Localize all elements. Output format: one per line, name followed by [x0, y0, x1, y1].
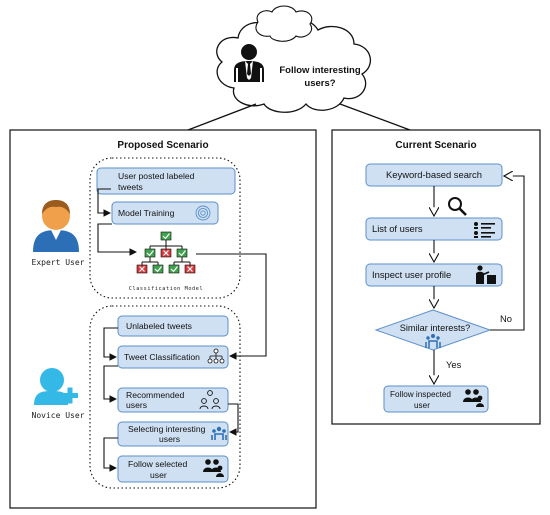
follow-selected-node — [117, 455, 229, 483]
follow-inspected-line1: Follow inspected — [390, 390, 451, 399]
selecting-users-line1: Selecting interesting — [128, 424, 206, 434]
inspect-profile-label: Inspect user profile — [372, 269, 451, 280]
no-label: No — [500, 313, 512, 324]
unlabeled-tweets-node — [117, 315, 229, 337]
classification-model-label: Classification Model — [129, 286, 203, 292]
users-selection-icon — [211, 426, 227, 440]
recommended-users-line1: Recommended — [126, 390, 184, 400]
expert-user-icon — [33, 200, 79, 252]
list-users-label: List of users — [372, 223, 423, 234]
arrow-unlabeled-to-classification — [103, 327, 118, 361]
similar-users-icon — [425, 334, 441, 348]
search-icon — [448, 197, 467, 216]
follow-selected-line2: user — [150, 470, 167, 480]
posted-tweets-node — [96, 167, 236, 195]
bubble-to-proposed-line — [187, 103, 257, 131]
proposed-panel: Proposed Scenario Expert User Novice Use… — [9, 129, 317, 509]
arrow-posted-to-training — [97, 188, 112, 217]
businessman-icon — [234, 44, 264, 82]
thought-cloud-small — [255, 5, 313, 42]
keyword-search-label: Keyword-based search — [386, 169, 482, 180]
arrow-model-to-classification — [196, 253, 267, 360]
posted-tweets-line2: tweets — [118, 182, 143, 192]
posted-tweets-line1: User posted labeled — [118, 171, 195, 181]
inspect-person-icon — [476, 265, 496, 284]
bubble-line-1: Follow interesting — [279, 65, 360, 76]
follow-inspected-line2: user — [414, 401, 430, 410]
follow-users-icon-current — [463, 389, 484, 407]
follow-inspected-node — [383, 385, 489, 413]
current-title: Current Scenario — [395, 140, 476, 151]
selecting-users-line2: users — [159, 434, 180, 444]
thought-bubble: Follow interesting users? — [216, 5, 372, 113]
unlabeled-tweets-label: Unlabeled tweets — [126, 321, 192, 331]
users-group-icon — [199, 390, 221, 410]
classification-model-icon — [136, 231, 196, 274]
fingerprint-icon — [195, 205, 211, 221]
recommended-users-node — [117, 387, 229, 413]
arrow-selecting-to-follow — [103, 437, 118, 472]
user-list-icon — [474, 222, 495, 238]
current-panel: Current Scenario Keyword-based search Li… — [331, 129, 541, 425]
training-group-frame — [89, 157, 241, 299]
yes-label: Yes — [446, 359, 462, 370]
model-training-label: Model Training — [118, 208, 175, 218]
tweet-classification-node — [117, 345, 229, 369]
follow-users-icon — [203, 459, 224, 477]
hierarchy-icon — [207, 348, 225, 364]
novice-user-label: Novice User — [32, 411, 85, 420]
bubble-to-current-line — [339, 103, 411, 131]
arrow-training-to-model — [97, 223, 138, 256]
selecting-users-node — [117, 421, 229, 447]
model-training-node — [111, 201, 219, 225]
novice-group-frame — [89, 305, 241, 489]
similar-interests-decision — [374, 309, 492, 351]
proposed-title: Proposed Scenario — [117, 140, 208, 151]
recommended-users-line2: users — [126, 400, 147, 410]
arrow-classification-to-recommended — [103, 365, 118, 403]
arrow-no-loop — [490, 176, 525, 331]
bubble-line-2: users? — [304, 78, 335, 89]
novice-user-icon — [34, 368, 78, 405]
expert-user-label: Expert User — [32, 258, 85, 267]
tweet-classification-label: Tweet Classification — [124, 352, 200, 362]
follow-selected-line1: Follow selected — [128, 459, 187, 469]
arrow-recommended-to-selecting — [228, 403, 239, 436]
similar-interests-label: Similar interests? — [400, 323, 470, 333]
